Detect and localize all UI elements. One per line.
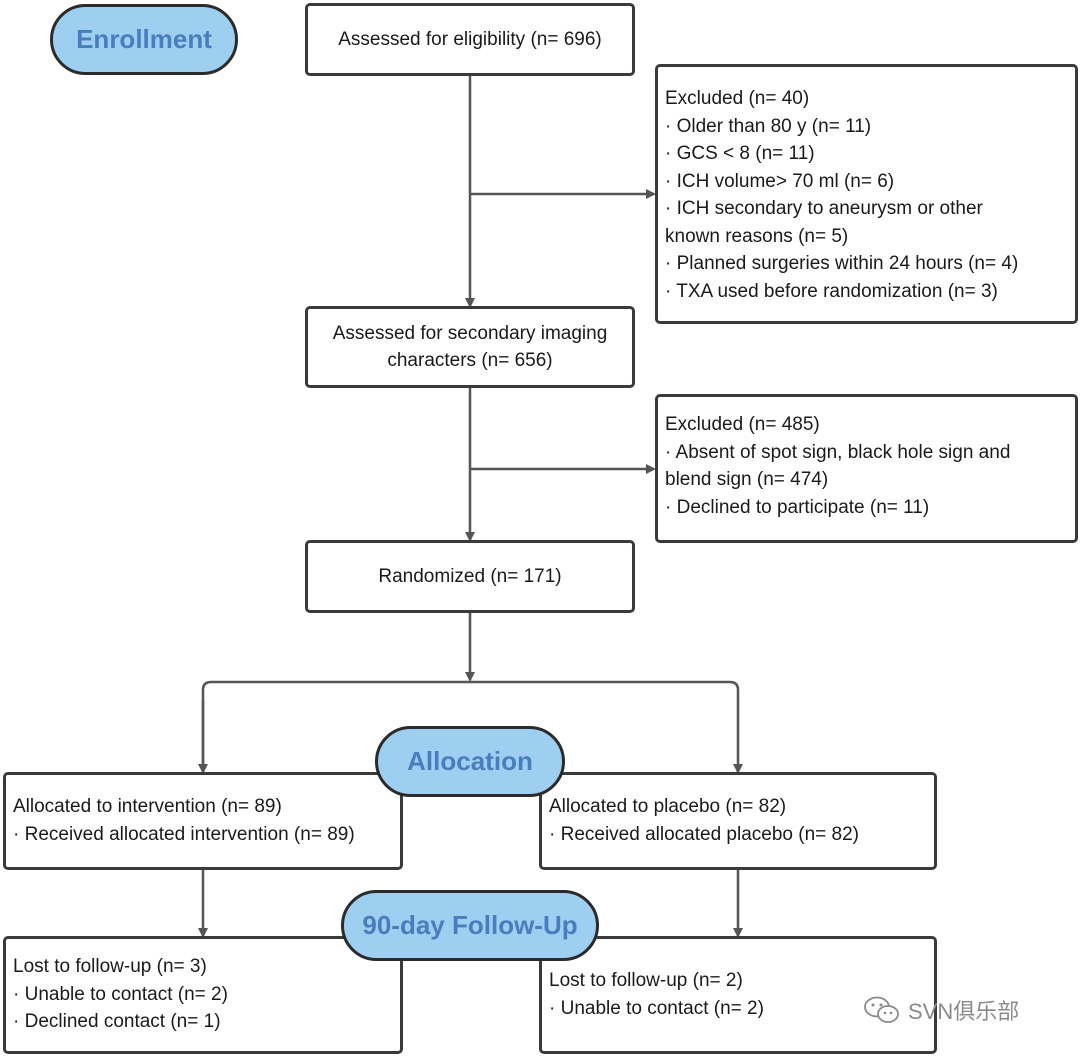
watermark: SVN俱乐部 [862, 994, 1019, 1026]
box-text-line: · Older than 80 y (n= 11) [665, 115, 872, 137]
box-text-line: · Planned surgeries within 24 hours (n= … [665, 253, 1019, 274]
box-text-line: Assessed for secondary imaging [332, 322, 608, 344]
box-text-line: · GCS < 8 (n= 11) [665, 143, 815, 164]
box-text-line: Allocated to placebo (n= 82) [549, 796, 787, 817]
box-text-line: · Unable to contact (n= 2) [549, 997, 764, 1019]
box-text-line: blend sign (n= 474) [665, 469, 829, 490]
box-text-line: Lost to follow-up (n= 3) [13, 956, 207, 977]
box-text-line: · Unable to contact (n= 2) [13, 983, 228, 1005]
box-text-line: · Received allocated placebo (n= 82) [549, 823, 859, 845]
wechat-icon [864, 996, 899, 1023]
box-text-line: Excluded (n= 40) [665, 88, 810, 109]
box-text-line: Randomized (n= 171) [378, 565, 562, 587]
box-lost-placebo: Lost to follow-up (n= 2) · Unable to cont… [539, 936, 937, 1054]
stage-follow-up: 90-day Follow-Up [341, 890, 599, 961]
split-line [201, 680, 743, 774]
box-text-line: · Absent of spot sign, black hole sign a… [665, 441, 1011, 463]
stage-allocation: Allocation [375, 726, 565, 797]
box-text-line: · Received allocated intervention (n= 89… [13, 823, 355, 845]
box-excluded-2: Excluded (n= 485) · Absent of spot sign, … [655, 394, 1078, 543]
box-text-line: known reasons (n= 5) [665, 225, 849, 247]
box-text-line: Allocated to intervention (n= 89) [13, 796, 282, 817]
box-intervention: Allocated to intervention (n= 89) · Recei… [3, 772, 403, 870]
box-text-line: characters (n= 656) [387, 350, 553, 371]
box-eligibility: Assessed for eligibility (n= 696) [305, 3, 635, 76]
box-text-line: · TXA used before randomization (n= 3) [665, 280, 998, 302]
box-placebo: Allocated to placebo (n= 82) · Received a… [539, 772, 937, 870]
stage-enrollment: Enrollment [50, 4, 238, 75]
box-text-line: Excluded (n= 485) [665, 414, 820, 435]
box-randomized: Randomized (n= 171) [305, 540, 635, 613]
box-text-line: · ICH volume> 70 ml (n= 6) [665, 170, 895, 192]
box-text-line: Assessed for eligibility (n= 696) [338, 28, 602, 50]
box-excluded-1: Excluded (n= 40) · Older than 80 y (n= 11… [655, 64, 1078, 324]
box-lost-intervention: Lost to follow-up (n= 3) · Unable to cont… [3, 936, 403, 1054]
box-secondary-imaging: Assessed for secondary imaging characters… [305, 306, 635, 388]
box-text-line: · ICH secondary to aneurysm or other [665, 198, 983, 219]
box-text-line: Lost to follow-up (n= 2) [549, 970, 743, 991]
box-text-line: · Declined contact (n= 1) [13, 1011, 221, 1032]
box-text-line: · Declined to participate (n= 11) [665, 496, 930, 518]
watermark-text: SVN俱乐部 [908, 999, 1020, 1024]
